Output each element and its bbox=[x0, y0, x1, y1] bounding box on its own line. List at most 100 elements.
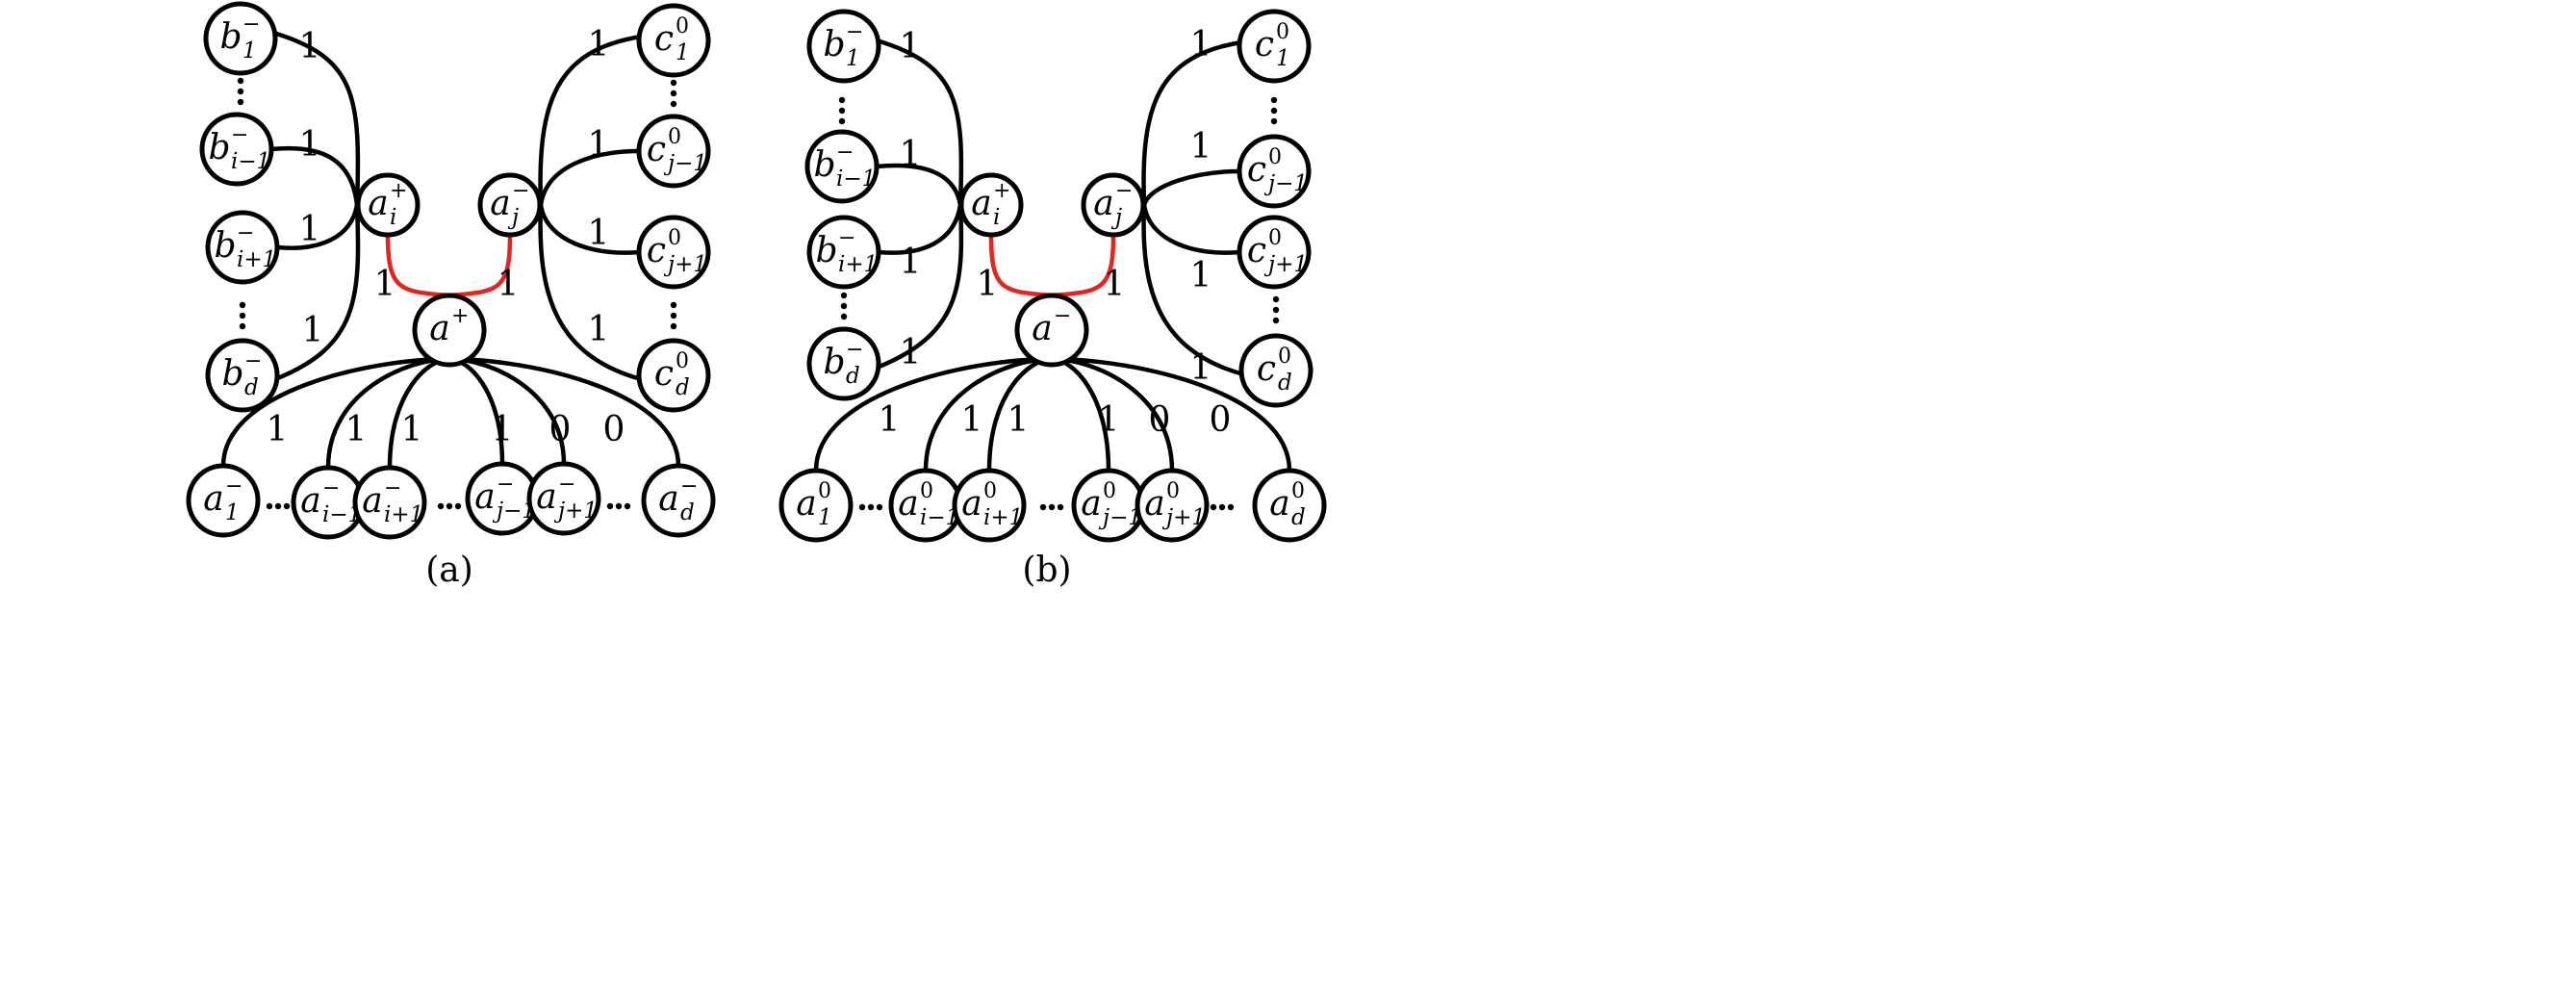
node-bim1-base: b bbox=[813, 145, 835, 185]
edge-13 bbox=[448, 356, 681, 467]
node-ai-sub: i bbox=[390, 205, 396, 230]
weight-4: 1 bbox=[879, 400, 901, 440]
node-ai-label: a+i bbox=[971, 179, 1010, 230]
weight-2: 1 bbox=[900, 243, 922, 282]
node-cjm1-base: c bbox=[1247, 150, 1266, 190]
node-rip1: a−i+1 bbox=[352, 465, 427, 540]
node-c1-base: c bbox=[1255, 25, 1274, 64]
edge-13 bbox=[1051, 356, 1292, 472]
node-cjm1-base: c bbox=[647, 130, 666, 169]
node-bim1-label: b−i−1 bbox=[208, 123, 270, 174]
node-bip1-sup: − bbox=[237, 221, 254, 245]
edge-2 bbox=[878, 204, 963, 255]
node-bip1-label: b−i+1 bbox=[815, 226, 878, 277]
node-b1-sub: 1 bbox=[846, 46, 860, 71]
edge-8 bbox=[813, 356, 1053, 472]
node-cjp1-sup: 0 bbox=[1268, 226, 1282, 250]
ellipsis-2 bbox=[1270, 96, 1278, 125]
red-edge-0 bbox=[988, 235, 1053, 298]
node-bd-sub: d bbox=[244, 375, 259, 400]
node-b1: b−1 bbox=[203, 1, 278, 76]
edge-4 bbox=[538, 34, 642, 206]
node-aj-base: a bbox=[490, 184, 510, 223]
node-r1-label: a−1 bbox=[203, 474, 242, 525]
node-rd-label: a−d bbox=[658, 474, 698, 525]
node-ai-sup: + bbox=[390, 179, 407, 203]
edges bbox=[220, 30, 681, 469]
edge-1 bbox=[876, 163, 963, 206]
node-r1-sup: 0 bbox=[818, 479, 831, 503]
ellipsis-0 bbox=[237, 77, 244, 106]
node-rjm1-base: a bbox=[1081, 484, 1101, 524]
ellipsis-dots bbox=[237, 77, 677, 510]
node-ai: a+i bbox=[355, 172, 421, 238]
ellipsis-4 bbox=[266, 502, 291, 510]
node-rjp1-sup: 0 bbox=[1166, 479, 1180, 503]
node-cd-sub: d bbox=[676, 375, 690, 400]
weight-11: 1 bbox=[588, 125, 610, 165]
ellipsis-5 bbox=[1039, 503, 1064, 511]
node-rip1-sup: − bbox=[384, 476, 401, 500]
node-ai-base: a bbox=[971, 184, 991, 223]
node-ai: a+i bbox=[958, 172, 1024, 238]
ellipsis-6 bbox=[606, 502, 631, 510]
weight-0: 1 bbox=[900, 27, 922, 66]
weight-8: 0 bbox=[549, 410, 572, 449]
edge-6 bbox=[1141, 204, 1240, 255]
node-cd-sub: d bbox=[1278, 371, 1292, 396]
node-bim1-base: b bbox=[208, 128, 230, 167]
node-rim1: a−i−1 bbox=[291, 465, 366, 540]
node-bip1-sup: − bbox=[838, 226, 855, 250]
weight-5: 1 bbox=[345, 410, 368, 449]
node-bip1: b−i+1 bbox=[806, 215, 881, 290]
edge-1 bbox=[270, 145, 360, 206]
node-rim1-base: a bbox=[300, 481, 320, 521]
node-cd-base: c bbox=[654, 354, 674, 394]
weight-14: 1 bbox=[374, 265, 396, 304]
node-r1-sub: 1 bbox=[225, 500, 240, 525]
node-r1-base: a bbox=[796, 484, 816, 524]
node-aj: a−j bbox=[477, 172, 543, 238]
node-ai-sup: + bbox=[993, 179, 1010, 203]
node-rd-sup: 0 bbox=[1291, 479, 1305, 503]
node-a-base: a bbox=[1032, 309, 1052, 348]
weight-9: 0 bbox=[603, 410, 625, 449]
node-c1-base: c bbox=[654, 19, 674, 59]
edge-3 bbox=[274, 204, 361, 382]
edge-7 bbox=[538, 204, 642, 382]
ellipsis-0 bbox=[838, 96, 846, 125]
edge-2 bbox=[276, 204, 360, 250]
ellipsis-dots bbox=[838, 96, 1280, 511]
node-r1: a−1 bbox=[186, 463, 261, 538]
node-r1-sub: 1 bbox=[818, 505, 832, 530]
node-bip1-base: b bbox=[214, 226, 236, 266]
red-edge-0 bbox=[385, 235, 450, 298]
node-rjm1-label: a−j−1 bbox=[474, 473, 536, 524]
node-rjp1: a−j+1 bbox=[526, 461, 601, 536]
node-rd-sub: d bbox=[680, 500, 695, 525]
weight-3: 1 bbox=[900, 333, 922, 372]
node-rim1-sup: 0 bbox=[920, 479, 933, 503]
node-bim1-sub: i−1 bbox=[231, 149, 270, 174]
node-ai-sub: i bbox=[993, 205, 1000, 230]
node-bim1: b−i−1 bbox=[804, 129, 880, 204]
node-rjm1: a−j−1 bbox=[465, 461, 540, 536]
weight-5: 1 bbox=[961, 400, 983, 440]
node-b1-base: b bbox=[823, 25, 845, 64]
node-b1-sub: 1 bbox=[242, 38, 257, 64]
node-ai-base: a bbox=[368, 184, 388, 223]
node-rjp1-base: a bbox=[1144, 484, 1164, 524]
node-rjp1-base: a bbox=[536, 477, 556, 517]
